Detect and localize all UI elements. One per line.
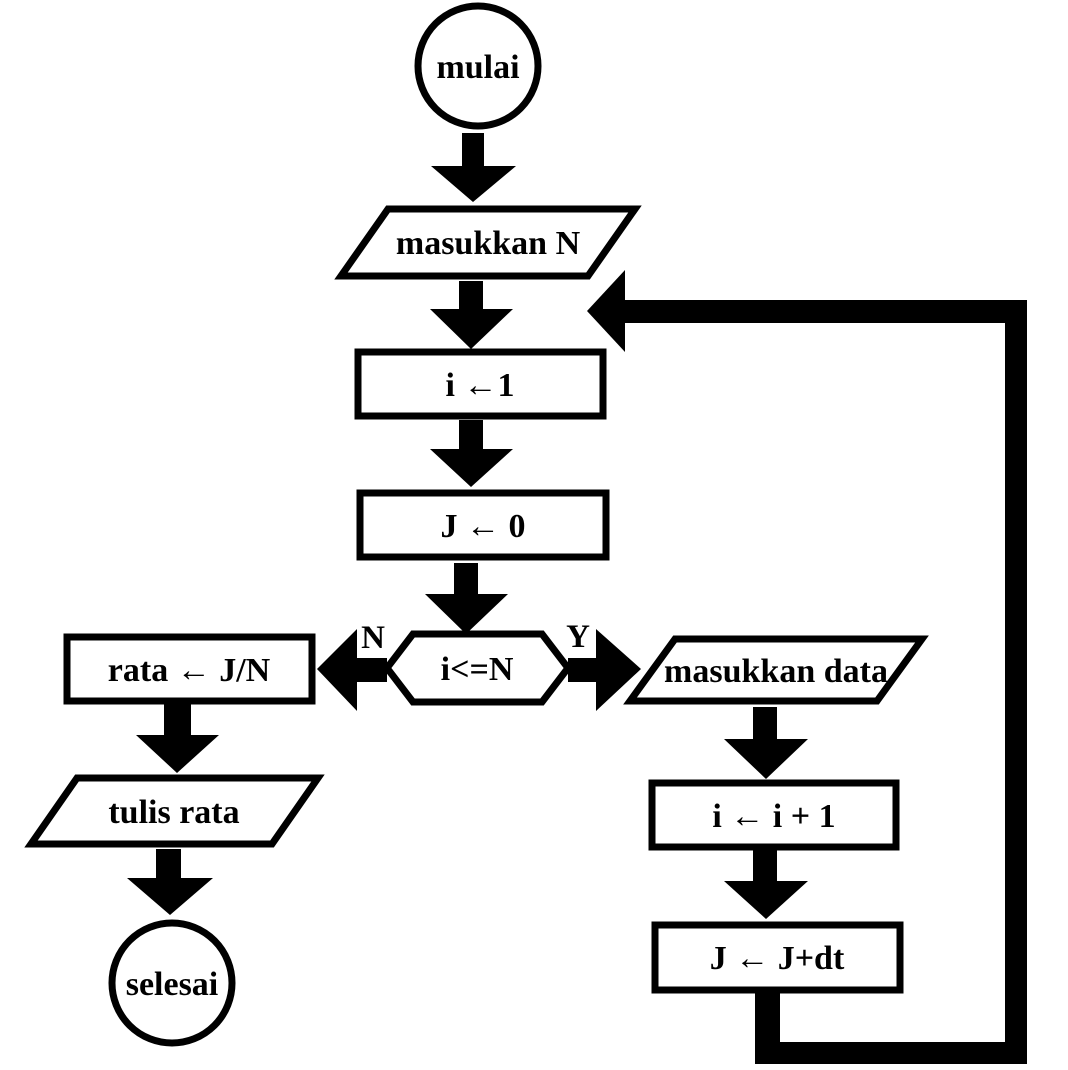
loop-line-bottom: [755, 1042, 1027, 1064]
end-circle: [108, 919, 236, 1047]
node-write-avg: tulis rata: [24, 774, 325, 848]
node-input-n-label: masukkan N: [396, 225, 581, 262]
arrow-down-init-j-to-check-icon: [425, 563, 508, 634]
arrow-down-write-avg-to-end-icon: [127, 849, 213, 915]
input-data-parallelogram: [623, 635, 929, 705]
loop-line-top: [620, 300, 1027, 323]
init-j-rectangle: [356, 489, 610, 561]
arrow-down-calc-avg-to-write-avg-icon: [136, 704, 219, 773]
add-j-rectangle: [651, 921, 904, 994]
loop-line-right: [1005, 300, 1027, 1064]
arrow-down-input-n-to-init-i-icon: [430, 281, 513, 349]
node-input-data-label: masukkan data: [664, 653, 888, 690]
arrow-left-check-to-calc-avg-icon: [317, 629, 387, 711]
calc-avg-rectangle: [63, 633, 316, 705]
node-end: selesai: [108, 919, 236, 1047]
start-circle: [414, 2, 542, 130]
edge-add-j-loop-back: [587, 270, 1027, 1064]
node-end-label: selesai: [126, 966, 219, 1003]
input-n-parallelogram: [334, 205, 642, 280]
check-i-hexagon: [382, 630, 573, 706]
node-init-i: i ←1: [354, 348, 607, 420]
arrow-down-init-i-to-init-j-icon: [430, 420, 513, 487]
node-add-j: J ← J+dt: [651, 921, 904, 994]
node-inc-i: i ← i + 1: [648, 779, 900, 851]
node-check-i: i<=N: [382, 630, 573, 706]
node-input-data: masukkan data: [623, 635, 929, 705]
node-check-i-label: i<=N: [441, 651, 514, 688]
node-init-j: J ← 0: [356, 489, 610, 561]
arrow-down-start-to-input-n-icon: [431, 133, 516, 202]
loop-arrowhead-left-icon: [587, 270, 625, 352]
branch-label-no: N: [361, 620, 385, 656]
arrow-down-input-data-to-inc-i-icon: [724, 707, 808, 779]
inc-i-rectangle: [648, 779, 900, 851]
node-inc-i-label: i ← i + 1: [712, 798, 835, 835]
node-start-label: mulai: [436, 49, 519, 86]
branch-label-yes: Y: [566, 619, 590, 655]
node-write-avg-label: tulis rata: [108, 794, 239, 831]
write-avg-parallelogram: [24, 774, 325, 848]
node-input-n: masukkan N: [334, 205, 642, 280]
node-add-j-label: J ← J+dt: [710, 940, 845, 977]
node-init-j-label: J ← 0: [441, 508, 526, 545]
node-init-i-label: i ←1: [446, 367, 515, 404]
node-calc-avg-label: rata ← J/N: [108, 652, 271, 689]
node-start: mulai: [414, 2, 542, 130]
arrow-down-inc-i-to-add-j-icon: [724, 850, 808, 919]
arrow-right-check-to-input-data-icon: [568, 629, 641, 711]
init-i-rectangle: [354, 348, 607, 420]
node-calc-avg: rata ← J/N: [63, 633, 316, 705]
